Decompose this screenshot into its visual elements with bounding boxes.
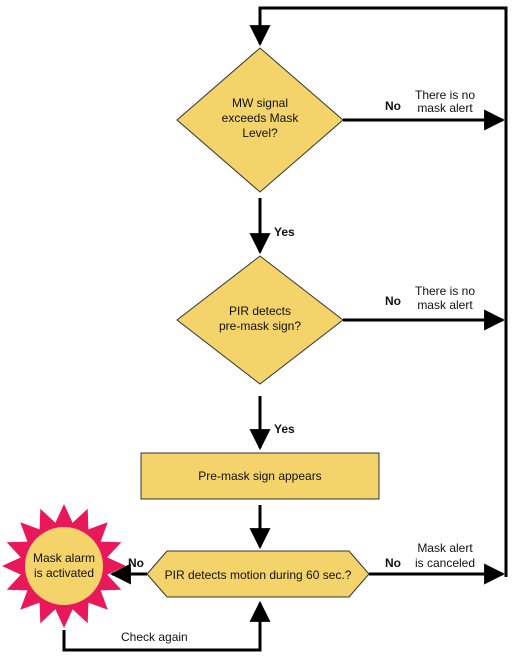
no-label-1: No: [385, 99, 401, 113]
decision-pir-premask-line-1: PIR detects: [229, 304, 291, 318]
no-outcome-2-line-2: mask alert: [417, 298, 473, 312]
no-label-2: No: [385, 294, 401, 308]
decision-mw-signal-line-3: Level?: [242, 126, 278, 140]
no-label-alarm: No: [128, 556, 144, 570]
decision-mw-signal: [176, 47, 344, 193]
alarm-label-line-1: Mask alarm: [33, 551, 95, 565]
decision-mw-signal-line-2: exceeds Mask: [222, 111, 300, 125]
alarm-burst-icon: [2, 504, 126, 628]
no-outcome-3-line-2: is canceled: [415, 556, 475, 570]
yes-label-2: Yes: [274, 422, 295, 436]
decision-pir-premask: [176, 255, 344, 385]
feedback-loop-line: [249, 6, 508, 577]
check-again-loop-line: [62, 600, 271, 652]
decision-pir-motion-label: PIR detects motion during 60 sec.?: [165, 568, 352, 582]
decision-mw-signal-line-1: MW signal: [232, 96, 288, 110]
no-label-3: No: [385, 556, 401, 570]
process-premask-sign-label: Pre-mask sign appears: [198, 469, 321, 483]
no-outcome-1-line-1: There is no: [415, 88, 475, 102]
alarm-label-line-2: is activated: [34, 566, 94, 580]
process-premask-sign: [140, 452, 380, 500]
check-again-label: Check again: [121, 630, 188, 644]
decision-pir-premask-line-2: pre-mask sign?: [219, 319, 301, 333]
no-outcome-1-line-2: mask alert: [417, 101, 473, 115]
yes-label-1: Yes: [274, 225, 295, 239]
no-outcome-2-line-1: There is no: [415, 284, 475, 298]
no-outcome-3-line-1: Mask alert: [417, 541, 473, 555]
